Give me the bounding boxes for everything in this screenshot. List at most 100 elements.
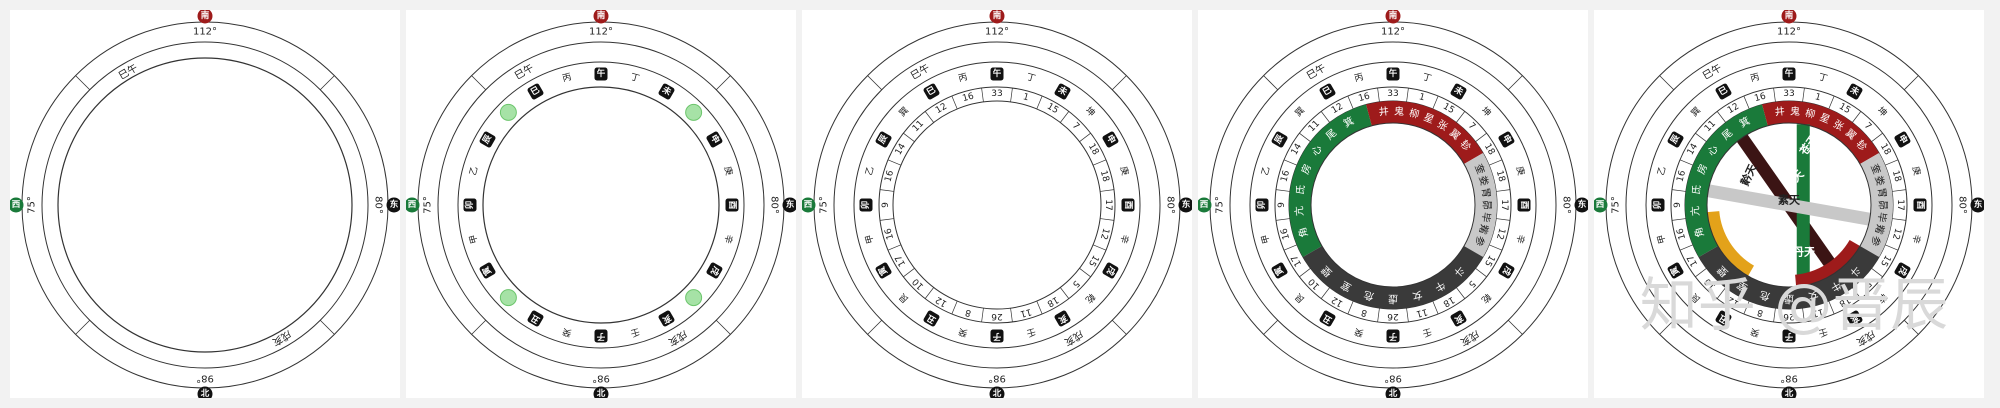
number-divider-9 [1079, 268, 1091, 278]
ring-number-3: 7 [1862, 121, 1873, 132]
degree-top: 112° [193, 27, 217, 38]
mansion-red-char-2: 柳 [1408, 106, 1421, 121]
mountain-23: 丙 [1353, 72, 1365, 85]
mountain-20-bg [875, 131, 892, 148]
mountain-0-chip: 午 [990, 67, 1004, 81]
compass-diagram-1: 南北西东112°98°75°80°巳午戌亥 [10, 10, 400, 398]
mountain-6-bg [1121, 198, 1135, 212]
mountain-6: 酉 [1123, 201, 1133, 210]
degree-left: 75° [423, 196, 434, 214]
mansion-gray-char-1: 娄 [1872, 174, 1887, 187]
mansion-red-char-3: 星 [1422, 111, 1436, 126]
arc-label-upper-left: 巳午 [116, 61, 140, 82]
compass-west-circle [10, 197, 24, 213]
mountain-8-bg [1498, 262, 1515, 279]
mountain-12: 子 [992, 331, 1001, 341]
mansion-green-char-2: 氐 [1294, 184, 1307, 196]
degree-ring-inner [833, 41, 1161, 369]
mountain-4-chip: 申 [1102, 131, 1119, 148]
ring-number-0: 33 [1387, 89, 1398, 99]
mountain-14-chip: 丑 [527, 310, 544, 327]
mountain-ring-outer [1645, 61, 1933, 349]
ring-number-6: 17 [1499, 199, 1509, 210]
compass-north-circle [197, 386, 213, 398]
mansion-gray-char-1: 娄 [1476, 174, 1491, 187]
mansion-green [1289, 104, 1372, 257]
compass-diagram-2: 南北西东112°98°75°80°巳午戌亥午丁未坤申庚酉辛戌乾亥壬子癸丑艮寅甲卯… [406, 10, 796, 398]
mountain-12: 子 [1784, 331, 1793, 341]
ring-number-5: 18 [1098, 169, 1111, 183]
degree-ring-inner [1229, 41, 1557, 369]
number-divider-14 [951, 300, 958, 315]
number-divider-21 [903, 132, 915, 142]
number-divider-22 [924, 111, 934, 123]
mountain-22-bg [1319, 83, 1336, 100]
yellow-band [1707, 211, 1754, 277]
compass-south: 南 [1785, 10, 1794, 21]
degree-top: 112° [985, 27, 1009, 38]
degree-right: 80° [1165, 196, 1176, 214]
mountain-2-bg [658, 83, 675, 100]
number-divider-14 [1347, 300, 1354, 315]
ring-boundary-2 [319, 319, 335, 335]
ring-number-23: 16 [1753, 91, 1767, 104]
mansion-gray-char-3: 昴 [1877, 200, 1889, 210]
ring-boundary-2 [1111, 319, 1127, 335]
mountain-2-chip: 未 [1846, 83, 1863, 100]
ring-number-8: 15 [1482, 253, 1496, 268]
ring-number-1: 1 [1814, 92, 1822, 103]
mountain-12-chip: 子 [1386, 329, 1400, 343]
compass-east-circle [1574, 197, 1588, 213]
ring-number-13: 8 [964, 307, 972, 318]
mansion-black-char-3: 虚 [1388, 293, 1398, 305]
mountain-9: 乾 [1083, 291, 1098, 306]
ring-number-6: 17 [1895, 199, 1905, 210]
mountain-18-bg [1255, 198, 1269, 212]
mountain-14-bg [1715, 310, 1732, 327]
mountain-22-chip: 巳 [527, 83, 544, 100]
dan-tian-arc [1795, 240, 1861, 287]
mountain-14-chip: 丑 [1319, 310, 1336, 327]
mountain-18-bg [1651, 198, 1665, 212]
mountain-23: 丙 [561, 72, 573, 85]
compass-east-circle [1178, 197, 1192, 213]
number-divider-4 [1079, 132, 1091, 142]
compass-diagram-5: 南北西东112°98°75°80°巳午戌亥午丁未坤申庚酉辛戌乾亥壬子癸丑艮寅甲卯… [1594, 10, 1984, 398]
number-divider-13 [1377, 308, 1380, 323]
mansion-green-char-1: 亢 [1688, 206, 1702, 217]
compass-east-circle [1970, 197, 1984, 213]
ring-number-5: 18 [1890, 169, 1903, 183]
ring-boundary-1 [1111, 75, 1127, 91]
ring-number-1: 1 [1418, 92, 1426, 103]
ring-number-13: 8 [1756, 307, 1764, 318]
compass-south-circle [989, 10, 1005, 24]
mountain-19: 乙 [1656, 165, 1669, 177]
number-divider-15 [1320, 287, 1330, 299]
number-divider-19 [879, 189, 894, 192]
mountain-22-bg [527, 83, 544, 100]
mountain-6-chip: 酉 [1913, 198, 1927, 212]
ring-boundary-3 [1659, 319, 1675, 335]
compass-diagram-4: 南北西东112°98°75°80°巳午戌亥午丁未坤申庚酉辛戌乾亥壬子癸丑艮寅甲卯… [1198, 10, 1588, 398]
number-divider-22 [1716, 111, 1726, 123]
ring-number-21: 11 [911, 119, 926, 134]
compass-east: 东 [1578, 199, 1587, 210]
label-su-tian: 素天 [1778, 193, 1801, 207]
compass-west: 西 [12, 200, 21, 210]
compass-west-circle [1198, 197, 1212, 213]
mountain-18-chip: 卯 [1255, 198, 1269, 212]
number-divider-22 [1320, 111, 1330, 123]
mountain-4-bg [1498, 131, 1515, 148]
mansion-green-char-3: 房 [1694, 162, 1710, 176]
mountain-13: 癸 [1353, 326, 1365, 340]
ring-number-7: 12 [1098, 227, 1111, 241]
mountain-0-bg [1782, 67, 1796, 81]
number-divider-10 [1852, 287, 1862, 299]
ring-number-17: 16 [883, 227, 896, 241]
mountain-14-bg [527, 310, 544, 327]
ring-number-12: 26 [991, 311, 1003, 321]
mountain-18: 卯 [1652, 201, 1663, 210]
